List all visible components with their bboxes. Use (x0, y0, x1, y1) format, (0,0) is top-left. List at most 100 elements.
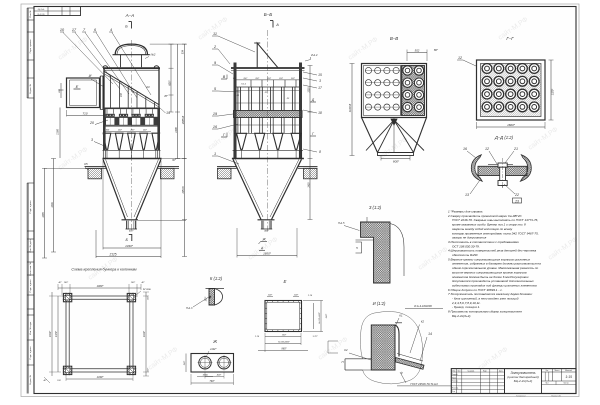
svg-text:Инв. № дубл: Инв. № дубл (29, 239, 32, 253)
svg-text:1450: 1450 (307, 182, 310, 188)
svg-text:(3+2) СБ: (3+2) СБ (37, 14, 45, 16)
svg-text:Взам. инв. №: Взам. инв. № (29, 262, 32, 276)
svg-text:360*: 360* (184, 361, 186, 366)
svg-text:9: 9 (214, 61, 217, 65)
svg-text:К5: К5 (84, 162, 88, 166)
svg-text:4 Шероховатость поверхностей р: 4 Шероховатость поверхностей реза детале… (448, 249, 536, 253)
svg-text:Формат А1: Формат А1 (551, 395, 561, 398)
svg-text:600: 600 (59, 88, 61, 92)
svg-text:15: 15 (318, 73, 322, 77)
svg-text:4: 4 (110, 28, 112, 32)
svg-text:К3: К3 (146, 85, 150, 89)
svg-text:одном горизонтальном уровне. М: одном горизонтальном уровне. Максимальна… (452, 266, 538, 270)
svg-text:180*: 180* (64, 282, 68, 284)
svg-text:Л-Ь.2: Л-Ь.2 (240, 84, 247, 86)
svg-text:1400: 1400 (51, 202, 54, 208)
svg-text:250*: 250* (266, 78, 271, 80)
svg-text:Д–Д (1:2): Д–Д (1:2) (494, 135, 514, 140)
svg-text:асбестовых прокладок под флан: асбестовых прокладок под фланцы циклонны… (452, 283, 537, 287)
svg-text:100: 100 (57, 380, 61, 382)
svg-text:16: 16 (463, 147, 467, 151)
svg-text:7: 7 (83, 28, 86, 32)
svg-text:12 отв.: 12 отв. (143, 289, 152, 291)
svg-text:1.15: 1.15 (308, 295, 313, 297)
svg-text:Справ. №: Справ. № (29, 83, 32, 94)
svg-text:А: А (275, 23, 279, 27)
svg-text:760*: 760* (210, 380, 215, 383)
svg-text:Подп.: Подп. (483, 370, 488, 372)
svg-text:11: 11 (213, 32, 217, 36)
svg-text:13: 13 (465, 193, 469, 197)
svg-text:1.70*: 1.70* (312, 336, 317, 338)
svg-text:Т.контр.: Т.контр. (452, 381, 459, 383)
svg-text:И: И (89, 74, 92, 78)
svg-text:Изм: Изм (452, 370, 455, 372)
svg-text:Подп. и дата: Подп. и дата (30, 346, 32, 360)
svg-text:100*: 100* (268, 295, 273, 297)
svg-text:- блок циклонный, в него входя: - блок циклонный, в него входят узел поз… (452, 297, 519, 301)
svg-text:Золоуловитель: Золоуловитель (511, 371, 536, 375)
svg-text:600*: 600* (168, 79, 171, 85)
svg-text:Утв.: Утв. (452, 391, 456, 393)
svg-text:1350: 1350 (308, 87, 310, 93)
svg-text:элементов должна быть не более: элементов должна быть не более 6 мм.Регу… (452, 275, 529, 279)
svg-text:1:15: 1:15 (565, 375, 572, 379)
svg-text:8 Произвести контрольную сборк: 8 Произвести контрольную сборку золоулов… (448, 310, 522, 314)
svg-text:П-Ь.5: П-Ь.5 (338, 222, 345, 225)
svg-text:14: 14 (166, 111, 170, 115)
svg-text:БЦ-2-4х(3+2): БЦ-2-4х(3+2) (514, 379, 533, 383)
svg-text:Лист: Лист (457, 370, 461, 372)
svg-text:А–А: А–А (125, 13, 135, 18)
svg-text:Е: Е (76, 84, 79, 89)
svg-text:150*: 150* (282, 335, 287, 337)
svg-text:БЦ-2-4х: БЦ-2-4х (38, 8, 45, 11)
svg-text:сварить между собой вплотную п: сварить между собой вплотную по всему (452, 227, 513, 231)
svg-text:ГОСТ 23518-79-Т1-Ь3: ГОСТ 23518-79-Т1-Ь3 (410, 382, 438, 386)
svg-text:К (1:2): К (1:2) (210, 276, 223, 281)
svg-text:250*: 250* (242, 78, 247, 80)
svg-text:В–В: В–В (390, 36, 398, 41)
svg-text:Перв. примен.: Перв. примен. (30, 38, 32, 53)
svg-text:250*: 250* (278, 78, 283, 80)
svg-text:400*: 400* (264, 230, 269, 233)
svg-text:12: 12 (485, 147, 489, 151)
svg-text:3120±8: 3120±8 (349, 103, 352, 112)
svg-text:Ж: Ж (261, 238, 266, 242)
svg-text:7 Золоуловитель поставляется з: 7 Золоуловитель поставляется заказчику д… (448, 292, 533, 296)
svg-text:К2: К2 (421, 320, 425, 324)
svg-text:100*: 100* (147, 368, 149, 372)
svg-text:№ докум.: № докум. (467, 369, 475, 372)
svg-text:Н.контр.: Н.контр. (452, 388, 459, 390)
svg-text:Масштаб: Масштаб (565, 370, 572, 372)
svg-text:40*: 40* (141, 281, 144, 284)
svg-text:2: 2 (213, 45, 217, 49)
svg-text:1330*: 1330* (125, 244, 134, 248)
svg-text:3 Изготовить в соответствии с: 3 Изготовить в соответствии с требования… (448, 240, 519, 244)
svg-text:обеспечить Ra50.: обеспечить Ra50. (452, 253, 478, 257)
svg-text:Лист: Лист (545, 383, 549, 385)
svg-text:- бункер, позиция 1.: - бункер, позиция 1. (452, 305, 480, 309)
svg-text:534: 534 (182, 49, 185, 54)
svg-text:Лит.: Лит. (546, 370, 549, 372)
svg-text:В: В (223, 75, 226, 79)
svg-text:80*: 80* (172, 160, 176, 162)
svg-text:600: 600 (106, 130, 110, 132)
svg-text:Подп. и дата: Подп. и дата (30, 200, 32, 214)
svg-text:3: 3 (91, 138, 93, 142)
svg-text:250*: 250* (254, 78, 259, 80)
svg-text:1320*: 1320* (552, 88, 555, 96)
svg-text:Д: Д (311, 98, 315, 102)
svg-text:1.15: 1.15 (255, 336, 260, 338)
svg-text:БЦ-2-4х(3+2).: БЦ-2-4х(3+2). (452, 314, 471, 318)
svg-text:100*: 100* (147, 296, 149, 300)
svg-text:высоте верхних соприкасающихся: высоте верхних соприкасающихся кромок ко… (452, 270, 527, 274)
svg-text:Разраб.: Разраб. (452, 374, 459, 376)
svg-text:Б–Б: Б–Б (264, 12, 273, 17)
svg-text:6х110=660*: 6х110=660* (278, 342, 290, 344)
svg-text:Б: Б (125, 25, 128, 29)
svg-text:ГОСТ 2246-70. Сварные швы выпо: ГОСТ 2246-70. Сварные швы выполнять по Г… (452, 218, 538, 222)
svg-text:17: 17 (318, 86, 322, 90)
svg-text:Масса: Масса (555, 370, 560, 372)
svg-text:Схема крепления бункера к коло: Схема крепления бункера к колоннам (71, 268, 137, 272)
svg-text:П-Ь.3: П-Ь.3 (186, 307, 193, 310)
